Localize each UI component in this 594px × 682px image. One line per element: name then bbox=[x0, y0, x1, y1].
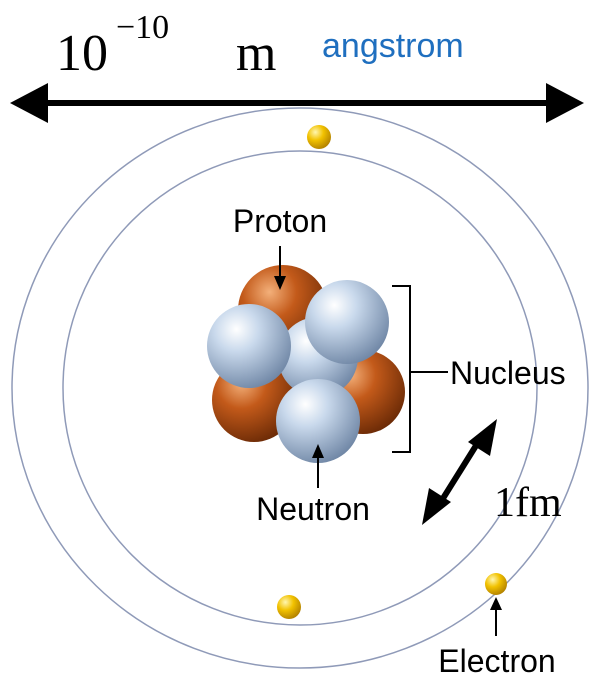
proton-label: Proton bbox=[233, 203, 327, 239]
proton-pointer bbox=[274, 246, 286, 290]
electron-label: Electron bbox=[438, 643, 555, 679]
outer-orbit bbox=[11, 107, 589, 669]
scale-exponent: −10 bbox=[116, 9, 169, 46]
nucleus-bracket bbox=[392, 285, 448, 453]
neutron-sphere bbox=[276, 379, 360, 463]
electron-pointer bbox=[490, 597, 502, 636]
neutron-pointer bbox=[312, 444, 324, 488]
electron-right bbox=[485, 573, 507, 595]
inner-orbit bbox=[62, 150, 538, 626]
nucleus-label: Nucleus bbox=[450, 355, 566, 391]
neutron-sphere bbox=[305, 280, 389, 364]
scale-base: 10 bbox=[56, 25, 108, 82]
nucleus-scale-label: 1fm bbox=[494, 480, 562, 526]
angstrom-label: angstrom bbox=[322, 27, 464, 65]
neutron-sphere bbox=[207, 304, 291, 388]
atom-scale-arrow bbox=[10, 83, 584, 123]
electron-bottom bbox=[277, 595, 301, 619]
scale-unit: m bbox=[236, 25, 276, 82]
nucleus-scale-arrow bbox=[422, 419, 497, 525]
electron-top bbox=[307, 125, 331, 149]
neutron-label: Neutron bbox=[256, 491, 370, 527]
